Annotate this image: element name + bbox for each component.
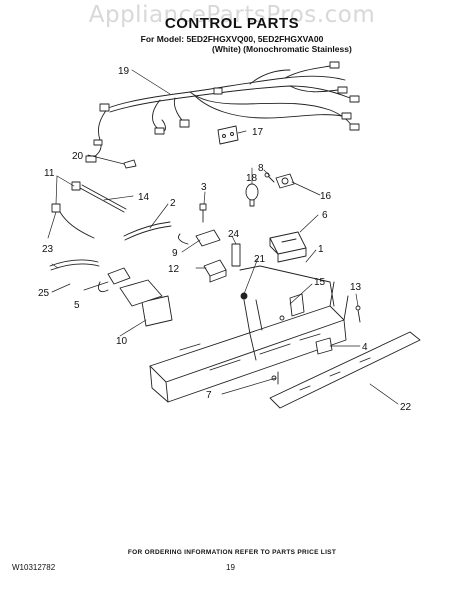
wire-rod-part — [79, 184, 127, 213]
lamp-socket-part — [275, 173, 295, 189]
callout-7: 7 — [206, 390, 212, 401]
callout-5: 5 — [74, 300, 80, 311]
callout-13: 13 — [350, 282, 362, 293]
label-part — [141, 295, 173, 327]
callout-15: 15 — [314, 277, 326, 288]
ordering-note: FOR ORDERING INFORMATION REFER TO PARTS … — [127, 549, 337, 556]
callout-24: 24 — [228, 229, 240, 240]
model-line: For Model: 5ED2FHGXVQ00, 5ED2FHGXVA00 — [140, 34, 324, 44]
wire-harness-part — [85, 61, 360, 163]
callout-2: 2 — [170, 198, 176, 209]
screw-part — [199, 203, 207, 223]
wire-part — [59, 211, 95, 239]
callout-9: 9 — [172, 248, 178, 259]
callout-17: 17 — [252, 127, 264, 138]
control-panel-strip-part — [269, 331, 421, 409]
insulation-part — [231, 243, 241, 267]
switch-part — [177, 229, 221, 247]
control-module-part — [269, 231, 307, 263]
screw-part — [355, 305, 361, 323]
callout-23: 23 — [42, 244, 54, 255]
callout-labels: 19 17 20 11 14 3 2 18 8 16 6 24 9 12 21 … — [38, 66, 412, 413]
callout-19: 19 — [118, 66, 130, 77]
callout-1: 1 — [318, 244, 324, 255]
bracket-plate-part — [217, 125, 239, 145]
callout-10: 10 — [116, 336, 128, 347]
callout-4: 4 — [362, 342, 368, 353]
switch-part — [203, 259, 227, 283]
callout-22: 22 — [400, 402, 412, 413]
clip-part — [123, 159, 137, 169]
tube-part — [49, 259, 100, 271]
tube-part — [123, 221, 172, 241]
callout-21: 21 — [254, 254, 266, 265]
screw-part — [264, 172, 275, 183]
callout-25: 25 — [38, 288, 50, 299]
watermark: AppliancePartsPros.com — [88, 2, 376, 28]
callout-6: 6 — [322, 210, 328, 221]
variant-line: (White) (Monochromatic Stainless) — [212, 44, 352, 54]
callout-18: 18 — [246, 173, 258, 184]
thermostat-part — [97, 267, 131, 293]
callout-12: 12 — [168, 264, 180, 275]
document-id: W10312782 — [12, 563, 56, 572]
clip-part — [315, 337, 333, 355]
callout-16: 16 — [320, 191, 332, 202]
grommet-part — [240, 292, 248, 300]
callout-14: 14 — [138, 192, 150, 203]
callout-11: 11 — [44, 168, 55, 179]
light-bulb-part — [245, 183, 259, 207]
page-number: 19 — [226, 563, 235, 572]
page-title: CONTROL PARTS — [164, 15, 300, 32]
leader-lines — [47, 69, 399, 405]
control-housing-part — [119, 265, 349, 403]
callout-8: 8 — [258, 163, 264, 174]
callout-20: 20 — [72, 151, 84, 162]
callout-3: 3 — [201, 182, 207, 193]
